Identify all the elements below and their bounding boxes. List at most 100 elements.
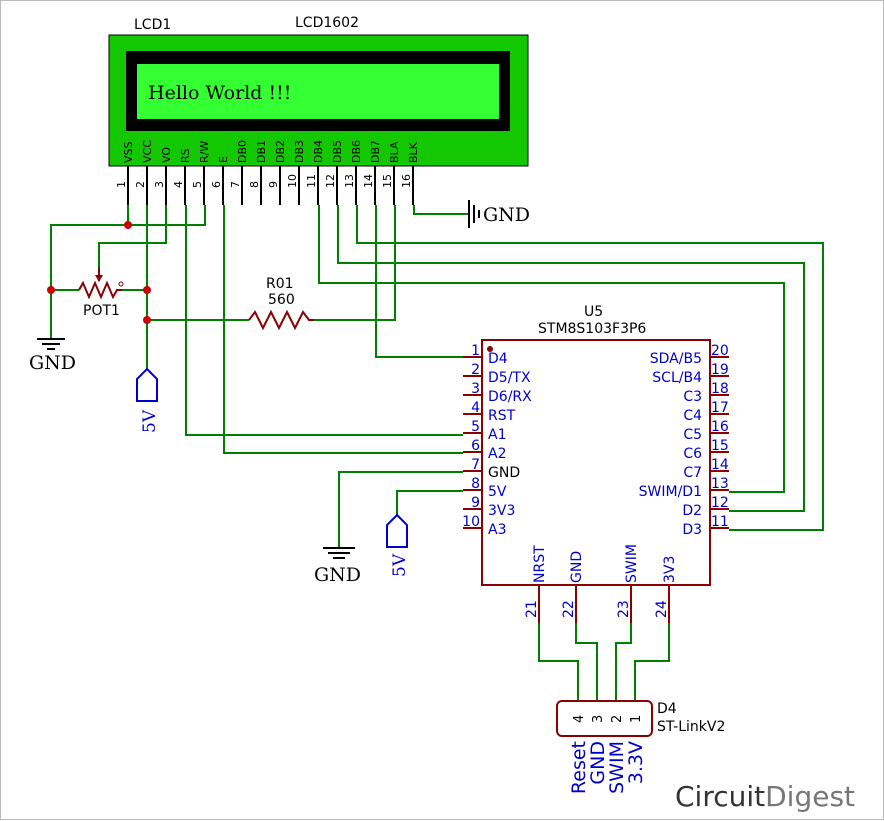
wire-db4-d1 [318,205,785,493]
mcu-pin-number: 20 [711,343,729,359]
lcd-pin-name: BLK [407,141,420,163]
wire-blk-gnd [413,205,469,215]
wire-swim-swim [615,623,632,701]
mcu-pin-name: D5/TX [488,370,531,386]
wire-db5-d2 [337,205,805,512]
lcd-pin-name: DB6 [350,140,363,163]
circuitdigest-logo: CircuitDigest [675,780,855,813]
gnd-label-left: GND [29,352,76,374]
stlink-pin-number: 4 [572,715,587,723]
mcu-pin-number: 9 [471,495,480,511]
mcu-pin-number: 22 [561,600,577,618]
resistor-ref-label: R01 [266,276,294,292]
mcu-pin-number: 21 [524,600,540,618]
mcu-pin-name: 3V3 [488,503,515,519]
stlink-pin-number: 3 [591,715,606,723]
junction-node [47,286,55,294]
junction-nodes [47,221,151,324]
mcu-pin-name: 5V [488,484,507,500]
mcu-pin-name: SDA/B5 [650,351,702,367]
mcu-pin-name: A2 [488,446,506,462]
mcu-pin-number: 13 [711,476,729,492]
lcd-pin-number: 10 [286,174,299,188]
mcu-pin-name: C5 [683,427,702,443]
mcu-pin-number: 10 [462,514,480,530]
lcd-pin-name: DB0 [236,140,249,163]
lcd-pin-number: 9 [267,181,280,188]
stlink-ref-label: D4 [657,701,677,717]
wire-nrst-reset [538,623,579,701]
mcu-pin-number: 24 [654,600,670,618]
mcu-pin1-dot [487,346,493,352]
power-port-5v-mcu: 5V [386,513,410,577]
mcu-body [481,339,711,586]
lcd-pin-number: 15 [381,174,394,188]
pot-body [78,280,122,300]
power-port-label: 5V [390,553,410,577]
lcd-pin-number: 7 [229,181,242,188]
wire-3v3-3v3 [634,623,670,701]
stlink-pin-label: GND [587,741,609,785]
wire-e-a2 [223,205,463,454]
mcu-part-label: STM8S103F3P6 [538,321,646,337]
lcd-pin-number: 4 [172,181,185,188]
power-port-label: 5V [140,409,160,433]
mcu-pin-number: 16 [711,419,729,435]
mcu-pin-name: GND [488,465,520,481]
mcu-pin-number: 4 [471,400,480,416]
wire-db6-d3 [356,205,824,531]
wire-gnd-gnd [575,623,598,701]
mcu-pin-number: 18 [711,381,729,397]
mcu-pin-name: A1 [488,427,506,443]
lcd-pin-name: DB3 [293,140,306,163]
mcu-pin-number: 2 [471,362,480,378]
mcu-pin-name: SCL/B4 [652,370,702,386]
mcu-pin-name: C3 [683,389,702,405]
mcu-pin-number: 15 [711,438,729,454]
mcu-pin-name: D4 [488,351,508,367]
lcd-pin-name: BLA [388,141,401,163]
lcd-ref-label: LCD1 [134,17,171,33]
lcd-pin-number: 8 [248,181,261,188]
power-port-shape [136,367,158,402]
wire-db7-d4 [375,205,463,358]
mcu-pin-name: D6/RX [488,389,532,405]
mcu-right-pins: 20SDA/B519SCL/B418C317C416C515C614C713SW… [639,343,729,538]
lcd-pin-name: DB4 [312,140,325,163]
mcu-pin-name: C7 [683,465,702,481]
brand-part1: Circuit [675,780,765,813]
pot-pin1-marker [118,281,124,287]
lcd-pin-name: R/W [198,141,211,163]
lcd-pin-number: 6 [210,181,223,188]
brand-text: CircuitDigest [675,780,855,813]
lcd-pin-number: 16 [400,174,413,188]
wires [50,205,824,701]
stlink-body [556,700,653,737]
lcd-pin-name: RS [179,148,192,163]
mcu-pin-name: NRST [532,545,548,583]
brand-part2: Digest [765,780,855,813]
power-port-5v-left: 5V [136,367,160,433]
stlink-pin-label: 3.3V [625,741,647,784]
mcu-pin-number: 14 [711,457,729,473]
wire-vo-wiper [98,205,167,271]
lcd-pin-name: VSS [122,141,135,163]
mcu-pin-name: SWIM [624,544,640,583]
mcu-pin-name: RST [488,408,516,424]
mcu-pin-number: 11 [711,514,729,530]
pot-ref-label: POT1 [83,303,120,319]
mcu-pin-name: A3 [488,522,506,538]
junction-node [124,221,132,229]
lcd-pin-number: 3 [153,181,166,188]
junction-node [143,286,151,294]
gnd-symbol-left [37,338,65,350]
lcd-pin-number: 13 [343,174,356,188]
wire-gnd-left [50,224,128,290]
mcu-ref-label: U5 [584,304,603,320]
gnd-label-mcu: GND [314,564,361,586]
